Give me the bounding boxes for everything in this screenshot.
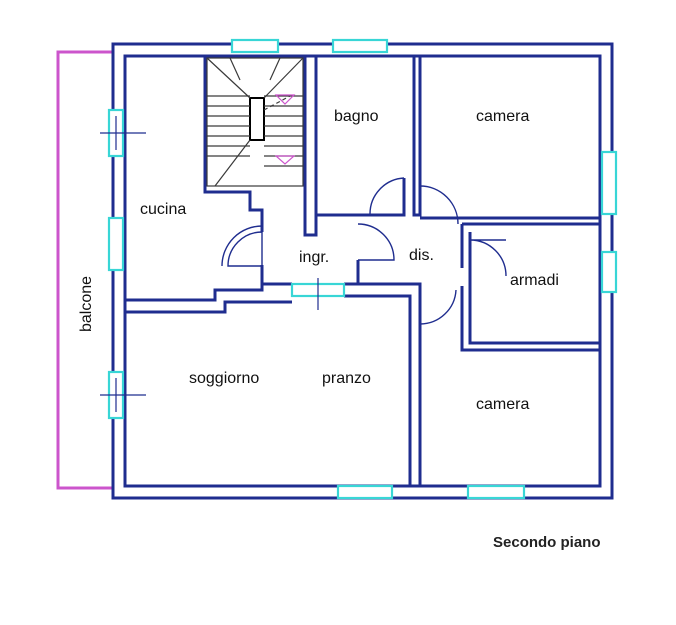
window-top-bagno — [331, 38, 389, 54]
balcony-rail — [56, 50, 113, 490]
floor-caption: Secondo piano — [493, 534, 601, 551]
interior-walls — [125, 56, 600, 486]
label-bagno: bagno — [334, 108, 379, 125]
window-bottom-soggiorno — [336, 484, 394, 500]
window-top-stair — [230, 38, 280, 54]
window-right-camera — [600, 150, 618, 216]
window-right-armadi — [600, 250, 618, 294]
label-disimpegno: dis. — [409, 247, 434, 264]
window-marks — [100, 116, 319, 412]
label-soggiorno: soggiorno — [189, 370, 259, 387]
windows — [107, 38, 618, 500]
label-camera-bottom: camera — [476, 396, 529, 413]
label-pranzo: pranzo — [322, 370, 371, 387]
label-armadi: armadi — [510, 272, 559, 289]
label-camera-top: camera — [476, 108, 529, 125]
label-balcone: balcone — [78, 276, 95, 332]
window-bottom-camera — [466, 484, 526, 500]
label-ingresso: ingr. — [299, 249, 329, 266]
staircase — [206, 57, 304, 187]
doors — [221, 177, 507, 325]
window-left-cucina — [107, 216, 125, 272]
label-cucina: cucina — [140, 201, 186, 218]
